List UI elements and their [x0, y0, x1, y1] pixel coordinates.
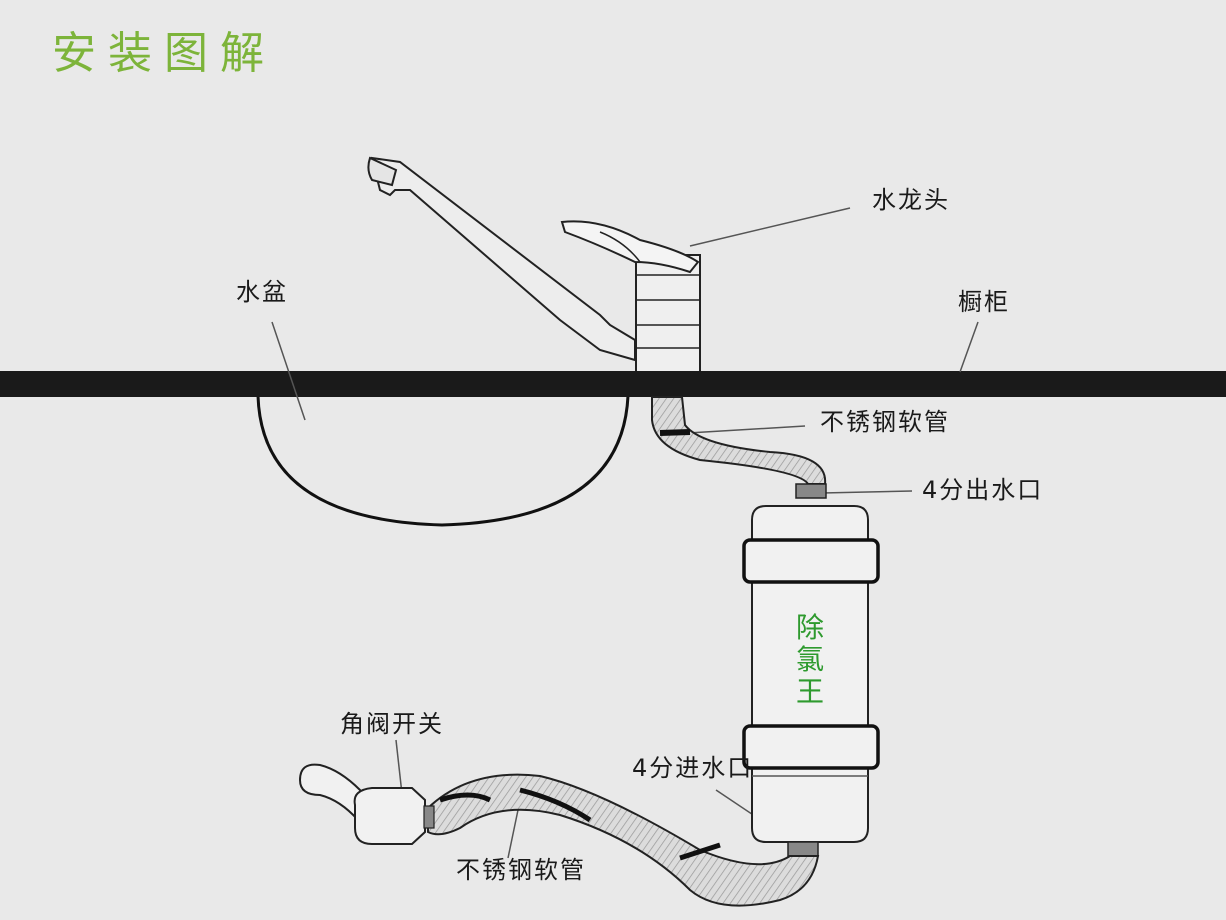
angle-valve — [298, 763, 435, 845]
label-cabinet: 橱柜 — [958, 288, 1010, 316]
upper-steel-hose — [651, 396, 827, 485]
page-title: 安装图解 — [52, 28, 276, 79]
outlet-fitting — [795, 483, 827, 499]
sink-basin — [256, 395, 630, 527]
cabinet-counter — [0, 371, 1226, 397]
label-inlet: 4分进水口 — [632, 754, 754, 782]
faucet — [367, 156, 701, 374]
label-faucet: 水龙头 — [872, 186, 950, 214]
filter-cartridge — [742, 505, 880, 843]
product-char-2: 氯 — [795, 643, 824, 676]
label-steel-hose-bottom: 不锈钢软管 — [456, 856, 586, 884]
inlet-fitting — [787, 841, 819, 857]
label-steel-hose-top: 不锈钢软管 — [820, 408, 950, 436]
product-char-1: 除 — [795, 611, 824, 644]
product-name: 除 氯 王 — [790, 612, 830, 708]
label-angle-valve: 角阀开关 — [340, 710, 444, 738]
label-basin: 水盆 — [236, 278, 288, 306]
product-char-3: 王 — [795, 675, 824, 708]
label-outlet: 4分出水口 — [922, 476, 1044, 504]
lower-steel-hose — [427, 773, 820, 907]
